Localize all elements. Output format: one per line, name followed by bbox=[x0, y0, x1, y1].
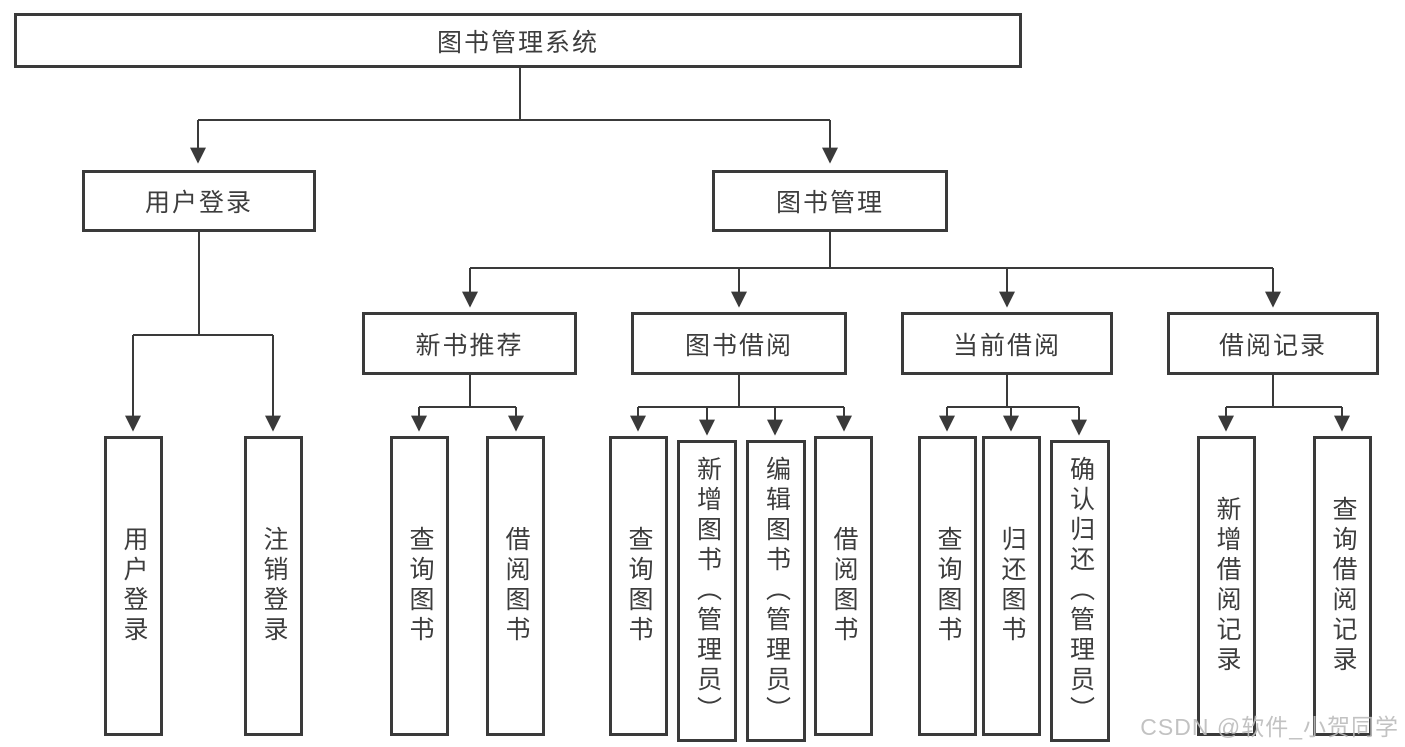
node-label: 用户登录 bbox=[120, 526, 148, 646]
node-label: 图书管理 bbox=[775, 189, 884, 217]
leaf-query-books-current: 查询图书 bbox=[918, 436, 977, 736]
leaf-query-books-borrowing: 查询图书 bbox=[609, 436, 668, 736]
node-book-borrowing: 图书借阅 bbox=[631, 312, 847, 375]
leaf-confirm-return-admin: 确认归还（管理员） bbox=[1050, 440, 1110, 742]
node-current-borrowing: 当前借阅 bbox=[901, 312, 1113, 375]
node-user-login: 用户登录 bbox=[82, 170, 316, 232]
leaf-borrow-books-recommend: 借阅图书 bbox=[486, 436, 545, 736]
node-label: 查询图书 bbox=[625, 526, 653, 646]
leaf-edit-book-admin: 编辑图书（管理员） bbox=[746, 440, 806, 742]
leaf-borrow-books-borrowing: 借阅图书 bbox=[814, 436, 873, 736]
leaf-user-login: 用户登录 bbox=[104, 436, 163, 736]
node-label: 查询图书 bbox=[934, 526, 962, 646]
node-label: 新增图书（管理员） bbox=[693, 456, 722, 726]
node-label: 图书借阅 bbox=[684, 331, 793, 360]
node-label: 查询图书 bbox=[406, 526, 434, 646]
node-library-management-system: 图书管理系统 bbox=[14, 13, 1022, 68]
node-label: 确认归还（管理员） bbox=[1066, 456, 1095, 726]
node-label: 查询借阅记录 bbox=[1329, 496, 1357, 676]
node-book-management: 图书管理 bbox=[712, 170, 948, 232]
node-label: 归还图书 bbox=[998, 526, 1026, 646]
watermark: CSDN @软件_小贺同学 bbox=[1140, 714, 1399, 740]
leaf-query-borrowing-record: 查询借阅记录 bbox=[1313, 436, 1372, 736]
node-label: 借阅图书 bbox=[502, 526, 530, 646]
node-label: 新增借阅记录 bbox=[1213, 496, 1241, 676]
node-label: 新书推荐 bbox=[415, 331, 524, 360]
leaf-logout: 注销登录 bbox=[244, 436, 303, 736]
node-label: 当前借阅 bbox=[952, 331, 1061, 360]
node-label: 图书管理系统 bbox=[436, 28, 599, 57]
node-new-book-recommendation: 新书推荐 bbox=[362, 312, 577, 375]
node-borrowing-records: 借阅记录 bbox=[1167, 312, 1379, 375]
node-label: 借阅图书 bbox=[830, 526, 858, 646]
leaf-return-book: 归还图书 bbox=[982, 436, 1041, 736]
node-label: 借阅记录 bbox=[1218, 331, 1327, 360]
node-label: 注销登录 bbox=[260, 526, 288, 646]
node-label: 用户登录 bbox=[144, 189, 253, 217]
node-label: 编辑图书（管理员） bbox=[762, 456, 791, 726]
leaf-query-books-recommend: 查询图书 bbox=[390, 436, 449, 736]
leaf-add-book-admin: 新增图书（管理员） bbox=[677, 440, 737, 742]
leaf-add-borrowing-record: 新增借阅记录 bbox=[1197, 436, 1256, 736]
